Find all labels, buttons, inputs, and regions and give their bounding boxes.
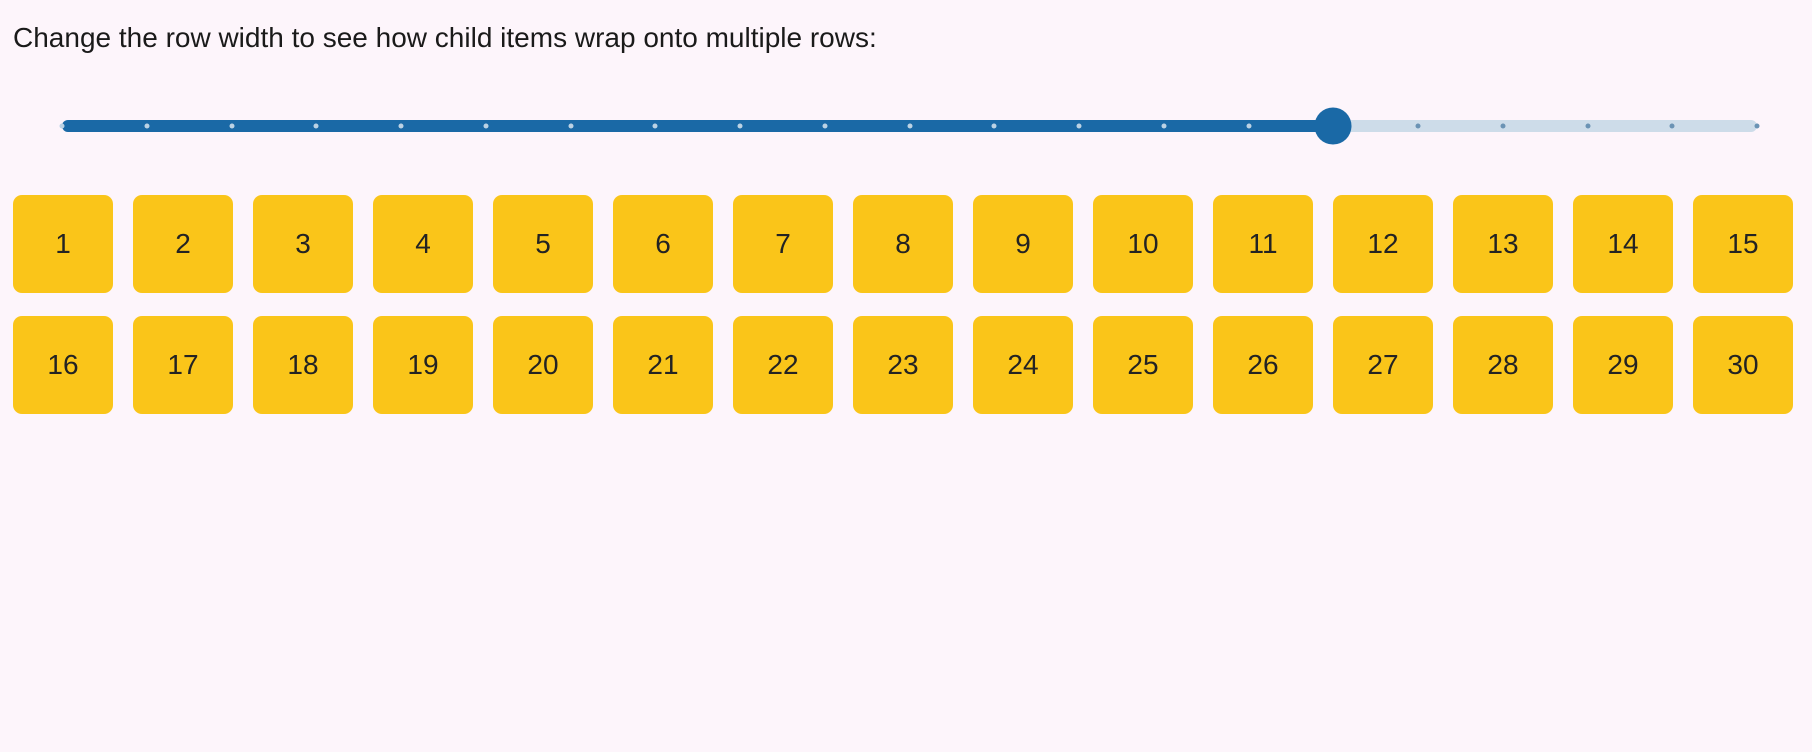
wrap-item: 21: [613, 316, 713, 414]
wrap-item: 3: [253, 195, 353, 293]
wrap-item: 24: [973, 316, 1073, 414]
instruction-text: Change the row width to see how child it…: [13, 22, 877, 53]
wrap-item: 4: [373, 195, 473, 293]
wrap-item: 14: [1573, 195, 1673, 293]
wrap-item: 9: [973, 195, 1073, 293]
wrap-item: 6: [613, 195, 713, 293]
wrap-item: 17: [133, 316, 233, 414]
wrap-item: 1: [13, 195, 113, 293]
wrap-item: 22: [733, 316, 833, 414]
wrap-item: 25: [1093, 316, 1193, 414]
wrap-item: 19: [373, 316, 473, 414]
wrap-item: 20: [493, 316, 593, 414]
slider-fill: [62, 119, 1334, 132]
wrap-item: 7: [733, 195, 833, 293]
wrap-item: 28: [1453, 316, 1553, 414]
wrap-item: 13: [1453, 195, 1553, 293]
wrap-item: 2: [133, 195, 233, 293]
wrap-item: 27: [1333, 316, 1433, 414]
wrap-item: 18: [253, 316, 353, 414]
row-width-slider[interactable]: [59, 107, 1760, 144]
wrap-item: 10: [1093, 195, 1193, 293]
wrap-item: 15: [1693, 195, 1793, 293]
wrap-item: 23: [853, 316, 953, 414]
wrap-item: 5: [493, 195, 593, 293]
wrap-item: 12: [1333, 195, 1433, 293]
wrap-item: 30: [1693, 316, 1793, 414]
wrap-item: 16: [13, 316, 113, 414]
wrap-item: 29: [1573, 316, 1673, 414]
wrap-item: 26: [1213, 316, 1313, 414]
slider-thumb[interactable]: [1314, 107, 1352, 144]
wrap-item: 11: [1213, 195, 1313, 293]
wrap-item: 8: [853, 195, 953, 293]
